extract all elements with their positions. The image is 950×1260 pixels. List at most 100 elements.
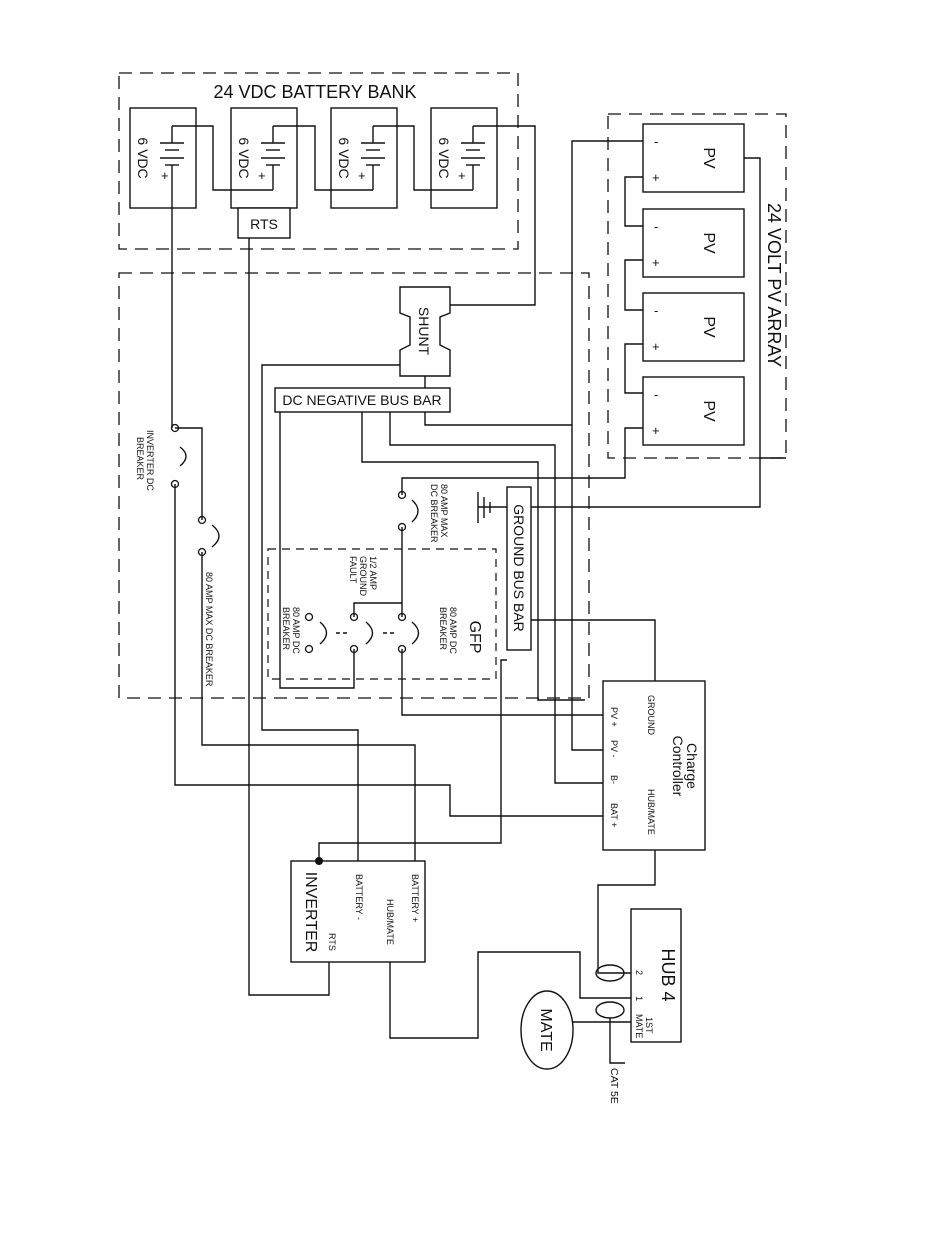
battery-4: + 6 VDC	[430, 107, 498, 209]
pv-panel-1: PV - +	[642, 123, 745, 193]
inverter-dc-breaker: INVERTER DC BREAKER	[135, 423, 187, 491]
charge-controller-ground: GROUND	[646, 695, 656, 735]
svg-text:GROUND: GROUND	[358, 556, 368, 596]
cc-terminal-b-minus: B-	[609, 775, 619, 784]
cat5e-label: CAT 5E	[608, 1068, 620, 1104]
pv-array-title: 24 VOLT PV ARRAY	[764, 203, 784, 367]
hub-port-1st: 1ST	[644, 1017, 654, 1034]
wire-cc-hub	[597, 850, 656, 974]
svg-text:80 AMP MAX DC BREAKER: 80 AMP MAX DC BREAKER	[204, 572, 214, 687]
hub-port-mate: MATE	[634, 1014, 644, 1038]
svg-text:PV: PV	[700, 316, 717, 338]
wire-ground-pv	[531, 457, 786, 508]
wire-inverter-breaker-out	[174, 484, 603, 817]
shunt-label: SHUNT	[416, 307, 432, 356]
pv-array-enclosure	[607, 113, 787, 459]
gfp-label: GFP	[466, 621, 483, 654]
dc-negative-bus-bar-label: DC NEGATIVE BUS BAR	[282, 392, 441, 408]
inverter-rts: RTS	[327, 933, 337, 951]
battery-link-2-3	[273, 125, 373, 191]
wire-breaker-tap	[175, 427, 203, 520]
charge-controller-hub-mate: HUB/MATE	[646, 789, 656, 835]
svg-text:-: -	[654, 219, 658, 234]
wire-busbar-cc-bneg	[389, 412, 603, 784]
battery-2-plus: +	[258, 168, 266, 183]
svg-text:BREAKER: BREAKER	[281, 607, 291, 651]
svg-text:BREAKER: BREAKER	[438, 607, 448, 651]
cat5e-leader	[609, 1018, 625, 1064]
battery-1-label: 6 VDC	[135, 137, 151, 178]
mate-label: MATE	[537, 1008, 554, 1051]
mate-ellipse	[520, 990, 574, 1070]
pv-frame-ground	[744, 157, 761, 458]
ground-symbol	[477, 492, 507, 523]
battery-bank-enclosure	[118, 72, 519, 250]
inverter-hub-mate: HUB/MATE	[385, 899, 395, 945]
rts-sensor	[237, 207, 291, 239]
amp80-max-dc-breaker-left: 80 AMP MAX DC BREAKER	[197, 515, 220, 687]
wire-ground-fault	[353, 602, 402, 617]
battery-link-3-4	[373, 125, 473, 191]
cc-terminal-pv-plus: PV +	[609, 707, 619, 727]
hub-port-2: 2	[634, 970, 644, 975]
ground-bus-bar-label: GROUND BUS BAR	[511, 504, 527, 632]
svg-text:80 AMP DC: 80 AMP DC	[448, 607, 458, 654]
svg-text:-: -	[654, 134, 658, 149]
pv-panel-4: PV - +	[642, 376, 745, 446]
svg-text:BREAKER: BREAKER	[135, 437, 145, 481]
cc-terminal-bat-plus: BAT +	[609, 803, 619, 827]
cc-terminal-pv-minus: PV -	[609, 740, 619, 758]
wire-busbar-inverter-neg	[261, 364, 400, 861]
wire-gfp-cc-pvplus	[401, 649, 603, 716]
wire-pv-neg-cc	[571, 425, 603, 751]
svg-text:+: +	[652, 255, 660, 270]
battery-2: + 6 VDC	[230, 107, 298, 209]
inverter-title: INVERTER	[302, 872, 319, 953]
rts-sensor-label: RTS	[250, 216, 278, 232]
svg-text:FAULT: FAULT	[348, 556, 358, 584]
cat5e-bundle-lower	[595, 1001, 625, 1019]
battery-link-1-2	[196, 125, 273, 191]
wire-busbar-gfp	[361, 412, 585, 701]
wire-battery-negative	[450, 125, 536, 306]
pv-link-3-4	[624, 343, 643, 394]
battery-1-plus: +	[161, 168, 169, 183]
wire-busbar-gfp-left	[279, 412, 355, 689]
battery-4-plus: +	[458, 168, 466, 183]
svg-text:INVERTER DC: INVERTER DC	[145, 430, 155, 491]
charge-controller	[602, 680, 706, 851]
wire-ground-cc	[531, 619, 656, 681]
svg-text:PV: PV	[700, 147, 717, 169]
battery-4-label: 6 VDC	[436, 137, 452, 178]
pv-panel-2: PV - +	[642, 208, 745, 278]
charge-controller-title-2: Controller	[670, 736, 686, 797]
svg-text:PV: PV	[700, 232, 717, 254]
wire-amp80-left-out	[201, 552, 416, 861]
wire-inverter-hub	[389, 951, 631, 1039]
wire-rts	[248, 238, 330, 996]
ground-bus-bar	[506, 486, 532, 651]
battery-3: + 6 VDC	[330, 107, 398, 209]
svg-text:+: +	[652, 170, 660, 185]
wire-ground-inverter	[318, 659, 507, 861]
svg-text:-: -	[654, 303, 658, 318]
hub-4-title: HUB 4	[658, 948, 678, 1001]
inverter-ground-junction	[315, 857, 323, 865]
svg-text:+: +	[652, 339, 660, 354]
svg-text:80 AMP DC: 80 AMP DC	[291, 607, 301, 654]
svg-text:1/2 AMP: 1/2 AMP	[368, 556, 378, 590]
dc-panel-enclosure	[118, 272, 590, 699]
svg-text:+: +	[652, 423, 660, 438]
inverter-battery-plus: BATTERY +	[410, 874, 420, 922]
shunt	[399, 286, 451, 377]
svg-text:80 AMP MAX: 80 AMP MAX	[439, 484, 449, 537]
gfp-enclosure	[267, 548, 497, 680]
wire-pv-positive	[401, 427, 643, 495]
svg-text:-: -	[654, 387, 658, 402]
hub-4	[630, 908, 682, 1043]
pv-link-1-2	[624, 176, 643, 227]
inverter	[290, 860, 426, 963]
battery-1: + 6 VDC	[129, 107, 197, 209]
battery-3-plus: +	[358, 168, 366, 183]
